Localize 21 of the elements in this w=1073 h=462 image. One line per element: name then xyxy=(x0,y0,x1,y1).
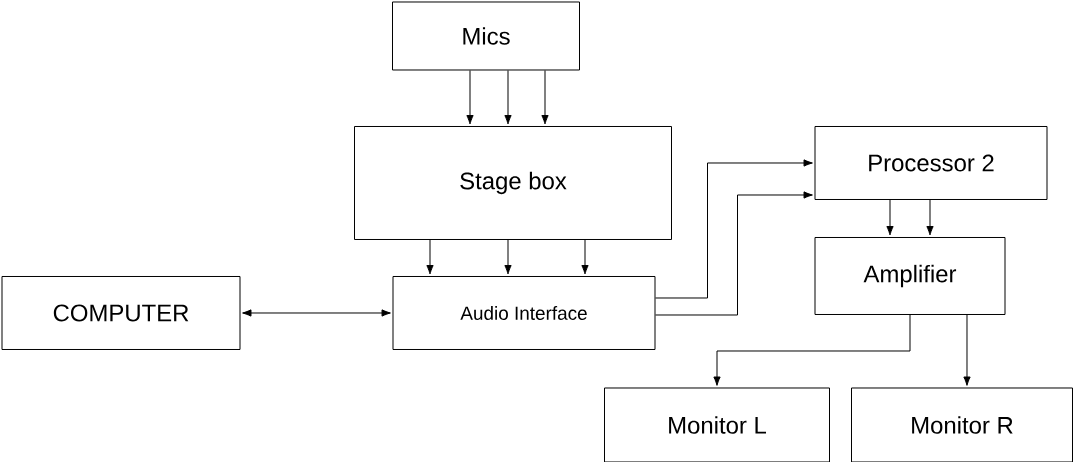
arrow xyxy=(504,70,512,125)
process-box: Mics xyxy=(392,1,580,71)
process-box: Audio Interface xyxy=(392,276,656,350)
process-box: Monitor R xyxy=(851,387,1073,462)
arrow xyxy=(242,309,391,317)
arrow xyxy=(466,70,474,125)
arrow xyxy=(963,314,971,386)
arrow xyxy=(926,199,934,236)
arrow xyxy=(541,70,549,125)
process-box: Amplifier xyxy=(814,237,1006,315)
arrow xyxy=(713,314,911,386)
arrow xyxy=(426,239,434,275)
process-box: Monitor L xyxy=(604,387,830,462)
process-box: Processor 2 xyxy=(814,126,1048,200)
arrow xyxy=(886,199,894,236)
arrow xyxy=(655,159,813,299)
arrow xyxy=(504,239,512,275)
process-box: Stage box xyxy=(354,126,672,240)
arrow xyxy=(655,191,813,316)
arrow xyxy=(581,239,589,275)
process-box: COMPUTER xyxy=(1,276,241,350)
